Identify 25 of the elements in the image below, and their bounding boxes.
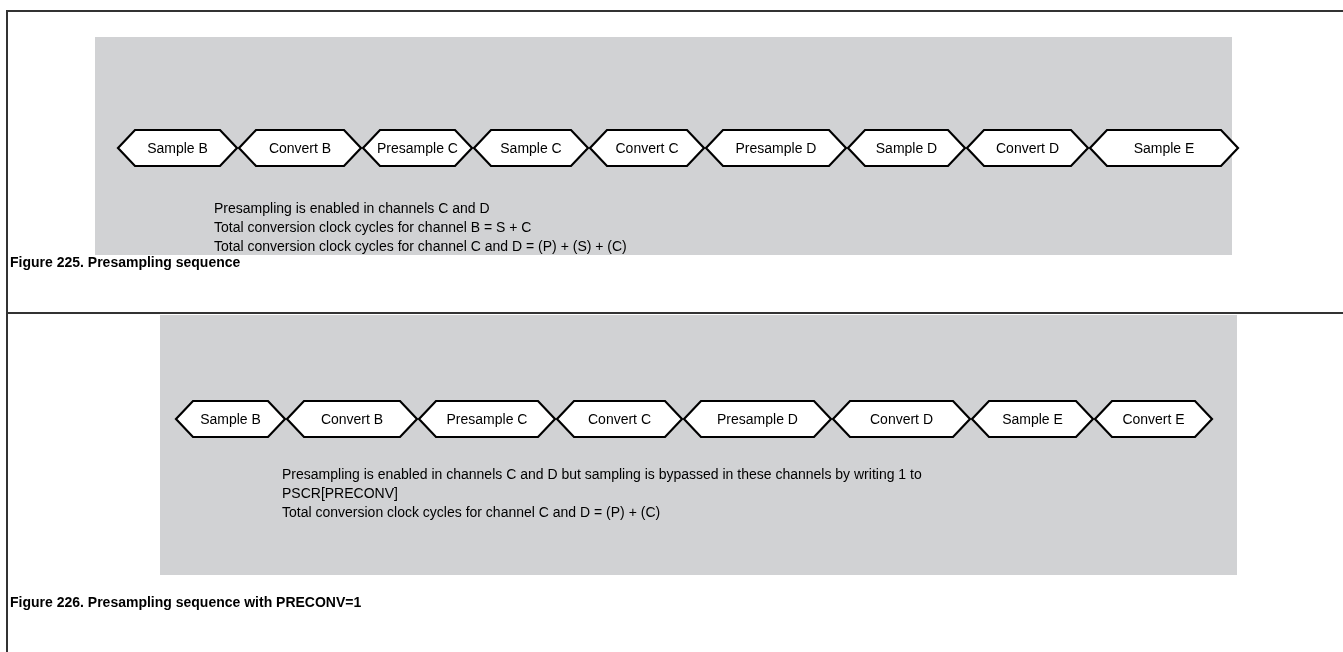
timing-phase-hexagon: Sample E: [971, 400, 1094, 438]
timing-phase-hexagon: Presample D: [683, 400, 832, 438]
note-text: Presampling is enabled in channels C and D but sampling is bypassed in these channels by writing 1 to PSCR[PRECONV]: [282, 465, 923, 503]
note-text: Presampling is enabled in channels C and D: [214, 199, 491, 218]
timing-phase-hexagon: Convert E: [1094, 400, 1213, 438]
timing-phase-hexagon: Convert B: [286, 400, 418, 438]
figure-caption: Figure 225. Presampling sequence: [10, 254, 241, 270]
timing-phase-hexagon: Convert D: [966, 129, 1089, 167]
note-text: Total conversion clock cycles for channel B = S + C: [214, 218, 533, 237]
note-text: Total conversion clock cycles for channel C and D = (P) + (C): [282, 503, 662, 522]
diagram-panel: [160, 315, 1237, 575]
timing-phase-hexagon: Convert B: [238, 129, 362, 167]
note-text: Total conversion clock cycles for channel C and D = (P) + (S) + (C): [214, 237, 628, 256]
timing-phase-hexagon: Convert C: [556, 400, 683, 438]
timing-phase-hexagon: Presample C: [418, 400, 556, 438]
figure-caption: Figure 226. Presampling sequence with PRECONV=1: [10, 594, 362, 610]
timing-phase-hexagon: Presample C: [362, 129, 473, 167]
timing-phase-hexagon: Sample D: [847, 129, 966, 167]
timing-phase-hexagon: Sample B: [175, 400, 286, 438]
timing-phase-hexagon: Sample E: [1089, 129, 1239, 167]
timing-phase-hexagon: Sample C: [473, 129, 589, 167]
timing-phase-hexagon: Sample B: [117, 129, 238, 167]
timing-phase-hexagon: Presample D: [705, 129, 847, 167]
timing-phase-hexagon: Convert C: [589, 129, 705, 167]
timing-phase-hexagon: Convert D: [832, 400, 971, 438]
